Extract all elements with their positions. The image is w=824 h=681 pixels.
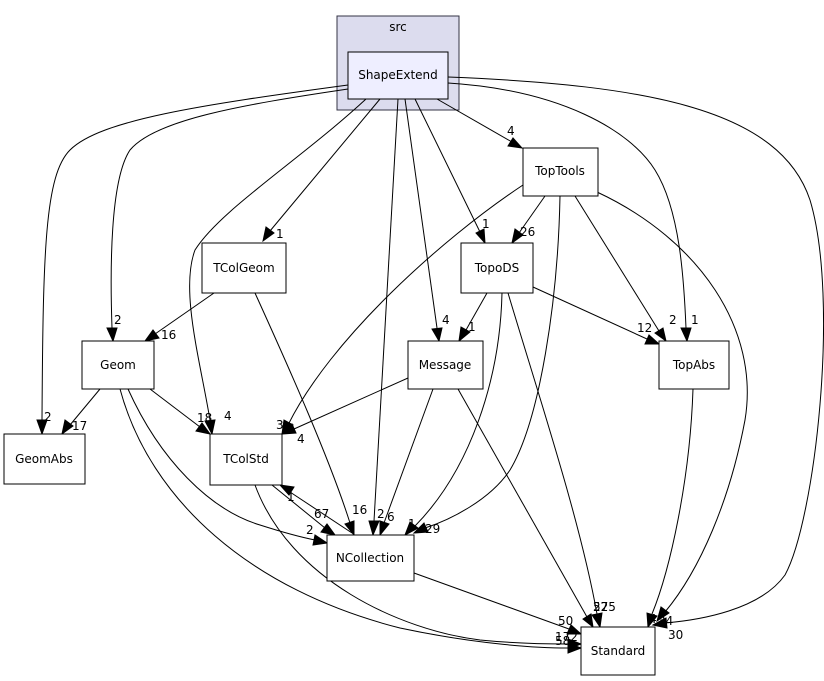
edge-toptools-topods[interactable]: 26: [511, 195, 546, 245]
edge-label: 29: [425, 522, 440, 536]
edge-tcolstd-standard[interactable]: 58: [254, 484, 583, 650]
edge-geom-ncollection[interactable]: 2: [127, 388, 329, 546]
edge-label: 4: [649, 612, 657, 626]
edge-toptools-ncollection[interactable]: 29: [412, 195, 561, 536]
node-geom-label: Geom: [100, 358, 136, 372]
edge-label: 34: [658, 614, 673, 628]
node-geom[interactable]: Geom: [81, 340, 155, 390]
edge-shapeextend-topods[interactable]: 1: [414, 98, 490, 245]
node-message-label: Message: [419, 358, 472, 372]
edge-shapeextend-standard[interactable]: 30: [447, 76, 824, 642]
edges-layer: 4 1 1 2 4 1: [36, 76, 824, 654]
node-toptools-label: TopTools: [534, 164, 585, 178]
edge-label: 275: [593, 600, 616, 614]
edge-tcolgeom-geom[interactable]: 16: [143, 292, 215, 342]
node-topods[interactable]: TopoDS: [460, 242, 534, 294]
edge-geom-geomabs[interactable]: 17: [61, 388, 101, 436]
edge-label: 1: [482, 217, 490, 231]
edge-label: 1: [691, 313, 699, 327]
edge-label: 4: [297, 432, 305, 446]
edge-shapeextend-toptools[interactable]: 4: [436, 98, 524, 149]
node-geomabs-label: GeomAbs: [15, 452, 73, 466]
node-ncollection-label: NCollection: [336, 551, 404, 565]
edge-label: 1: [468, 320, 476, 334]
edge-shapeextend-geomabs[interactable]: 2: [36, 84, 349, 436]
edge-message-standard[interactable]: 52: [457, 388, 608, 629]
edge-shapeextend-topabs[interactable]: 1: [447, 82, 699, 343]
node-topabs[interactable]: TopAbs: [658, 340, 730, 390]
nodes-layer: ShapeExtend TopTools TColGeom TopoDS Geo…: [3, 51, 730, 676]
edge-label: 2: [44, 410, 52, 424]
node-shapeextend-label: ShapeExtend: [358, 68, 438, 82]
edge-label: 2: [114, 313, 122, 327]
node-tcolstd-label: TColStd: [222, 452, 269, 466]
edge-tcolgeom-ncollection[interactable]: 16: [254, 292, 367, 537]
edge-label: 2: [669, 313, 677, 327]
edge-shapeextend-tcolstd[interactable]: 4: [189, 98, 367, 436]
edge-topods-standard[interactable]: 275: [507, 292, 616, 629]
edge-toptools-topabs[interactable]: 2: [574, 195, 677, 343]
edge-label: 6: [387, 510, 395, 524]
edge-geom-standard[interactable]: 172: [119, 388, 583, 654]
edge-topods-topabs[interactable]: 12: [532, 286, 661, 345]
edge-label: 16: [161, 328, 176, 342]
edge-shapeextend-geom[interactable]: 2: [106, 88, 349, 343]
edge-shapeextend-ncollection[interactable]: 2: [368, 98, 399, 537]
edge-message-tcolstd[interactable]: 4: [280, 377, 409, 446]
edge-ncollection-standard[interactable]: 50: [413, 572, 583, 635]
edge-label: 30: [668, 628, 683, 642]
edge-label: 18: [197, 411, 212, 425]
edge-label: 26: [520, 225, 535, 239]
edge-label: 4: [224, 409, 232, 423]
edge-label: 2: [306, 523, 314, 537]
edge-geom-tcolstd[interactable]: 18: [149, 388, 212, 435]
node-ncollection[interactable]: NCollection: [326, 534, 415, 582]
edge-label: 3: [276, 418, 284, 432]
edge-label: 1: [287, 490, 295, 504]
edge-topabs-standard[interactable]: 4: [646, 388, 694, 629]
node-topabs-label: TopAbs: [672, 358, 715, 372]
cluster-src-label: src: [389, 20, 407, 34]
edge-label: 4: [442, 313, 450, 327]
node-message[interactable]: Message: [407, 340, 484, 390]
edge-shapeextend-tcolgeom[interactable]: 1: [262, 98, 381, 243]
edge-label: 58: [555, 634, 570, 648]
node-tcolstd[interactable]: TColStd: [209, 433, 283, 486]
node-geomabs[interactable]: GeomAbs: [3, 433, 86, 485]
edge-ncollection-tcolstd[interactable]: 1: [278, 484, 353, 534]
edge-label: 4: [507, 124, 515, 138]
edge-shapeextend-message[interactable]: 4: [404, 98, 450, 343]
edge-label: 16: [352, 503, 367, 517]
edge-toptools-standard[interactable]: 34: [596, 191, 748, 628]
edge-label: 2: [377, 507, 385, 521]
edge-label: 17: [72, 419, 87, 433]
node-standard-label: Standard: [591, 644, 646, 658]
edge-topods-message[interactable]: 1: [458, 292, 488, 343]
edge-label: 52: [593, 600, 608, 614]
edge-topods-ncollection[interactable]: 1: [404, 292, 503, 537]
edge-tcolstd-ncollection[interactable]: 67: [271, 484, 337, 536]
node-toptools[interactable]: TopTools: [522, 147, 599, 197]
edge-label: 1: [408, 517, 416, 531]
edge-label: 12: [637, 321, 652, 335]
node-topods-label: TopoDS: [474, 261, 519, 275]
edge-label: 50: [558, 614, 573, 628]
edge-message-ncollection[interactable]: 6: [379, 388, 434, 537]
node-tcolgeom[interactable]: TColGeom: [201, 242, 287, 294]
node-tcolgeom-label: TColGeom: [212, 261, 274, 275]
edge-label: 1: [276, 227, 284, 241]
node-standard[interactable]: Standard: [580, 626, 656, 676]
node-shapeextend[interactable]: ShapeExtend: [347, 51, 449, 100]
